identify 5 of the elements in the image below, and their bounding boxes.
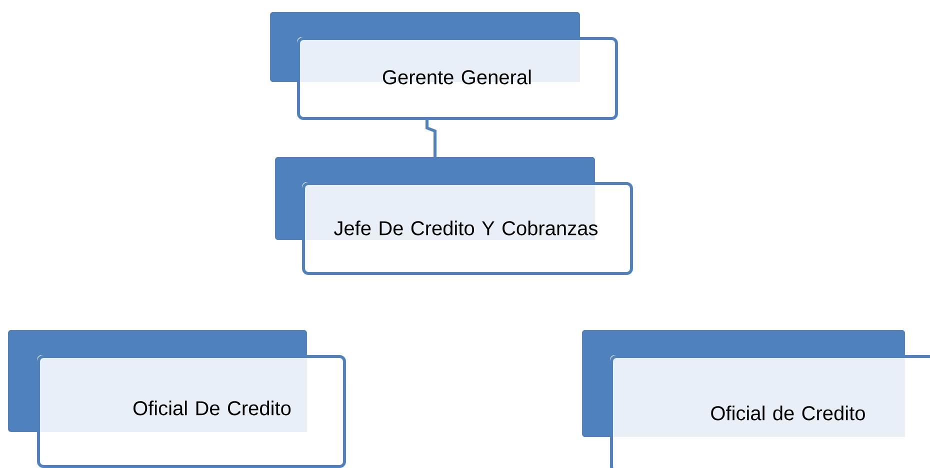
connector-line [426,120,436,157]
card-box: Gerente General [270,12,618,120]
card-box: Oficial De Credito [8,330,346,468]
card-box: Oficial de Credito [582,330,930,468]
card-box: Jefe De Credito Y Cobranzas [275,157,633,275]
